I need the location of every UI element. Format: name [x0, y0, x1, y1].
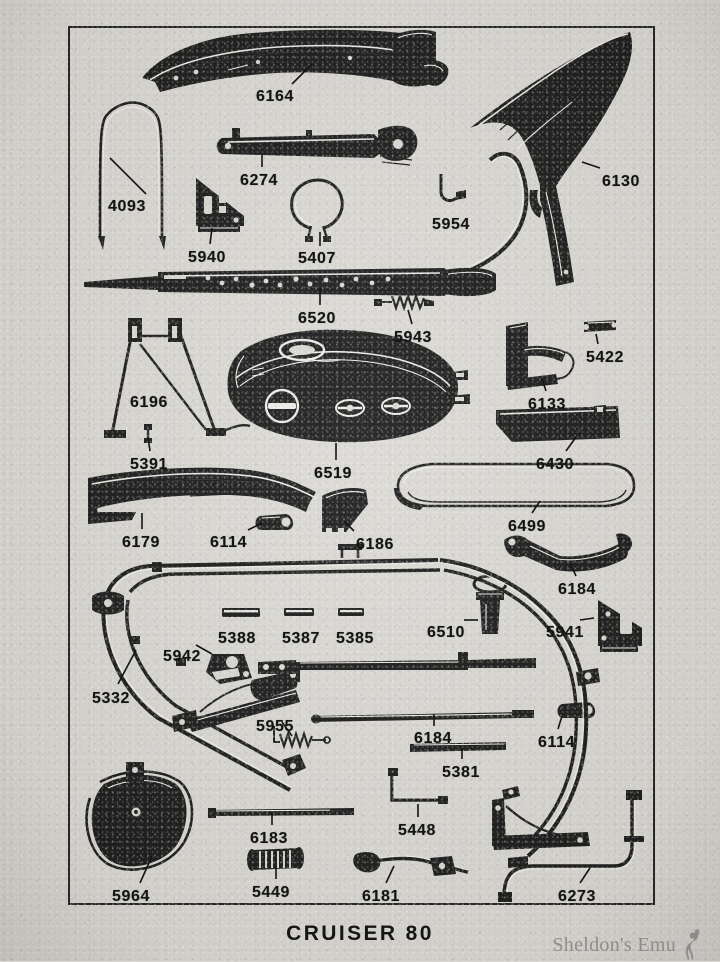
part-label-brake-anchor-rod: 5448 [398, 822, 436, 839]
part-label-mudguard-valance: 6186 [356, 536, 394, 553]
part-5422-shape [583, 320, 617, 332]
part-label-rear-stay-bar: 6274 [240, 172, 278, 189]
part-5388-shape [222, 608, 260, 617]
part-label-control-rod: 5381 [442, 764, 480, 781]
part-label-stand-pivot-bolt: 5391 [130, 456, 168, 473]
frame-lower-right-shape [439, 558, 600, 858]
part-label-brake-pedal: 6181 [362, 888, 400, 905]
part-5332-shape [92, 544, 441, 792]
part-label-tension-spring: 5943 [394, 329, 432, 346]
page-title: CRUISER 80 [286, 922, 434, 945]
part-label-rubber-pad-5387: 5387 [282, 630, 320, 647]
part-6186-shape [322, 488, 368, 533]
part-label-footrest-bar: 6273 [558, 888, 596, 905]
part-label-exhaust-pipe: 6520 [298, 310, 336, 327]
part-label-frame-main-loop: 5332 [92, 690, 130, 707]
part-label-oil-tank: 5964 [112, 888, 150, 905]
part-label-luggage-carrier-loop: 4093 [108, 198, 146, 215]
part-label-brake-rod-long: 6184 [414, 730, 452, 747]
part-label-battery-carrier: 6133 [528, 396, 566, 413]
plate-border-frame [68, 26, 655, 905]
part-label-exhaust-heat-shield: 6130 [602, 173, 640, 190]
part-label-small-hook-clip: 5954 [432, 216, 470, 233]
part-5943-shape [374, 292, 434, 312]
part-6184-upper-shape [504, 533, 632, 572]
part-label-triangular-bracket-right: 5941 [546, 624, 584, 641]
part-label-toolbox-lid: 6430 [536, 456, 574, 473]
part-6130-shape [359, 32, 632, 292]
part-6196-shape [104, 318, 251, 438]
part-6183-shape [208, 808, 354, 818]
part-label-link-block-lower: 6114 [538, 734, 576, 751]
part-5955-shape [273, 726, 331, 750]
part-5407-shape [290, 178, 344, 242]
part-6519-shape [227, 329, 470, 443]
part-5387-shape [284, 608, 314, 616]
part-label-brake-rod-lever: 6184 [558, 581, 596, 598]
part-5448-shape [388, 768, 448, 804]
part-label-spring-clip: 5407 [298, 250, 336, 267]
part-label-coil-spring: 5955 [256, 718, 294, 735]
part-label-dual-seat: 6499 [508, 518, 546, 535]
part-label-tubular-spacer: 5422 [586, 349, 624, 366]
part-5940-shape [196, 178, 244, 232]
part-6179-shape [88, 467, 316, 524]
part-5449-shape [247, 847, 304, 871]
part-label-filler-plug: 6510 [427, 624, 465, 641]
watermark: Sheldon's Emu [552, 928, 706, 962]
part-label-rear-mudguard-assembly: 6164 [256, 88, 294, 105]
part-label-wheel-spindle: 6183 [250, 830, 288, 847]
part-6114-shape [255, 514, 294, 530]
part-6184-rod-shape [258, 652, 536, 674]
part-6184-long-rod-shape [311, 710, 534, 724]
emu-bird-icon [685, 929, 700, 960]
part-6274-shape [216, 125, 418, 166]
part-label-centre-stand: 6196 [130, 394, 168, 411]
part-4093-shape [98, 101, 166, 250]
part-label-rubber-pad-5385: 5385 [336, 630, 374, 647]
part-5381-shape [410, 742, 506, 752]
part-label-fuel-tank: 6519 [314, 465, 352, 482]
part-5942-shape [206, 654, 252, 684]
part-6181-shape [353, 852, 469, 876]
part-6499-shape [394, 462, 636, 510]
part-5941-shape [598, 600, 642, 652]
part-5385-shape [338, 608, 364, 616]
part-label-rubber-pad-5388: 5388 [218, 630, 256, 647]
part-6133-shape [506, 322, 575, 390]
part-6430-shape [496, 405, 620, 442]
part-6273-shape [498, 790, 644, 902]
part-label-link-block-upper: 6114 [210, 534, 248, 551]
part-label-chain-guard-bracket: 5942 [163, 648, 201, 665]
part-6164-shape [142, 29, 449, 92]
part-label-triangular-bracket-left: 5940 [188, 249, 226, 266]
part-5954-shape [439, 174, 466, 202]
part-label-rubber-grip: 5449 [252, 884, 290, 901]
part-5964-shape [85, 762, 194, 871]
watermark-text: Sheldon's Emu [552, 933, 676, 956]
part-label-front-mudguard: 6179 [122, 534, 160, 551]
part-6520-shape [84, 267, 496, 297]
